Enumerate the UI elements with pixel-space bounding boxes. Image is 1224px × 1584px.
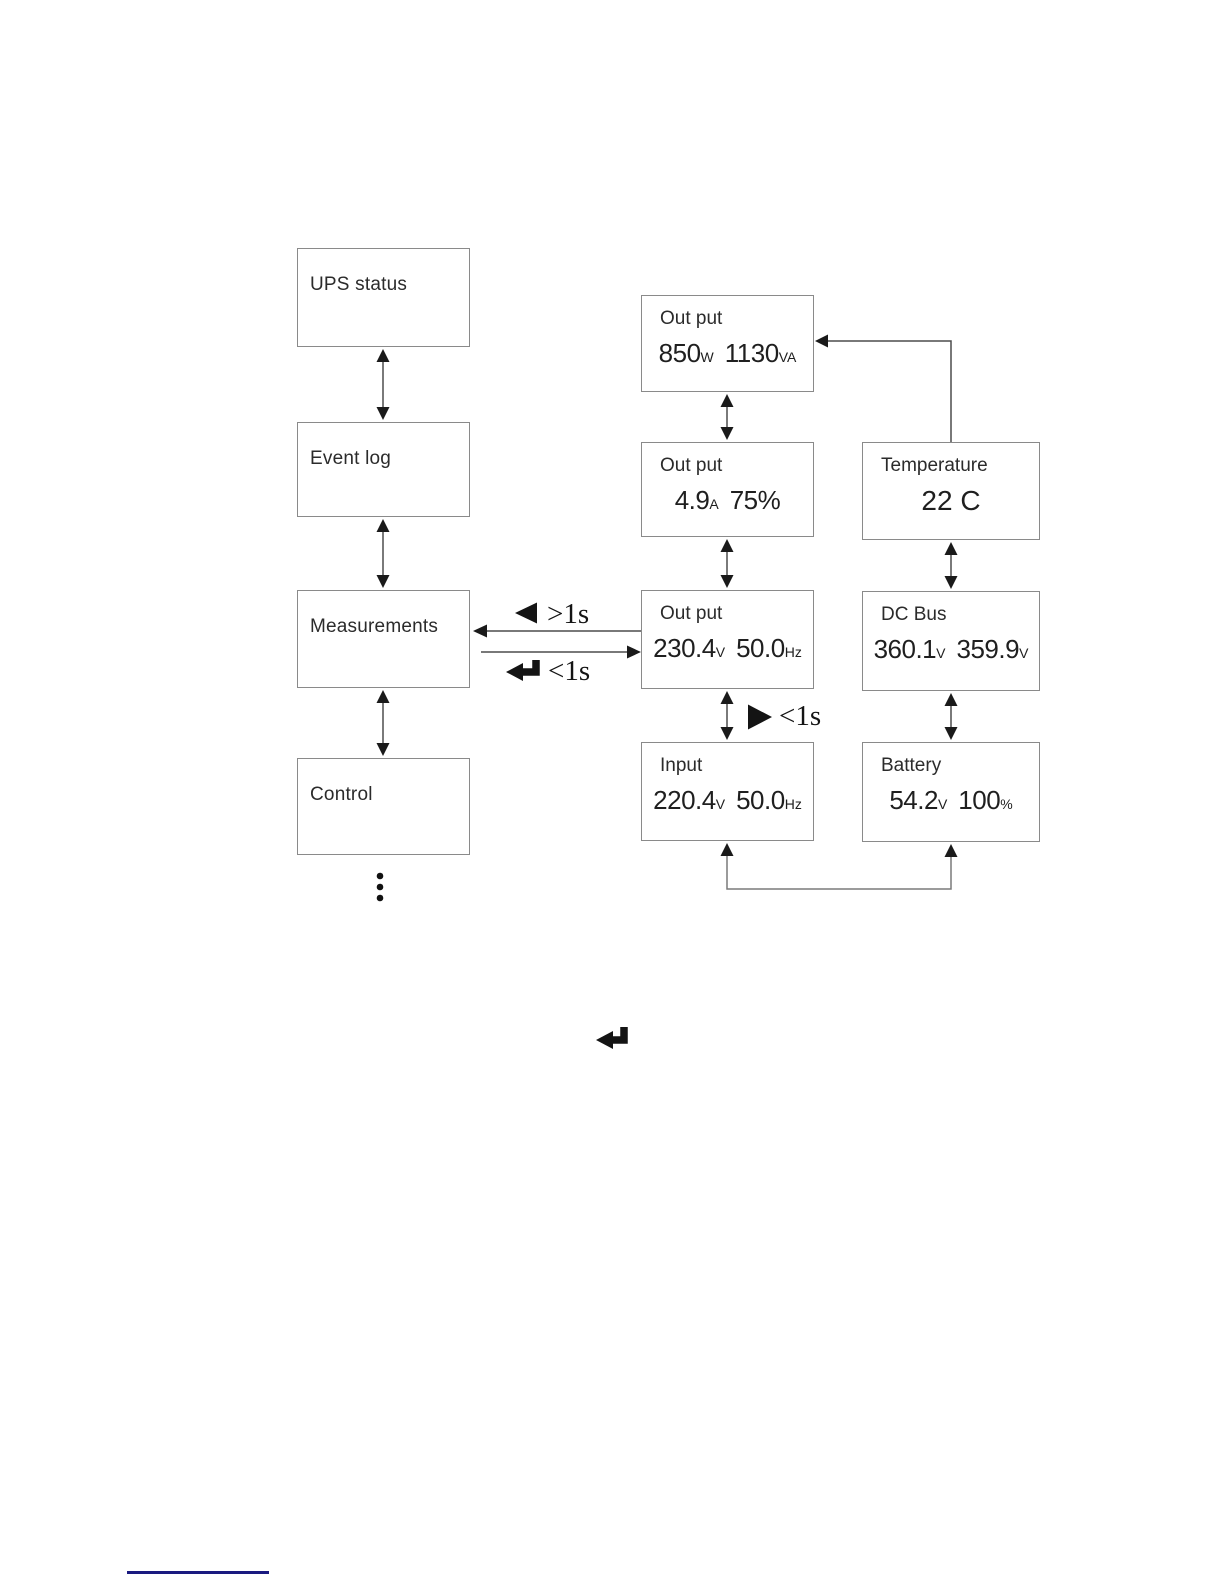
menu-label-ups-status: UPS status <box>310 274 408 295</box>
up-down-arrow-temp-dcbus <box>944 542 958 589</box>
screen-title: Battery <box>881 755 942 776</box>
up-down-arrow-measure-control <box>376 690 390 756</box>
back-hold-label: >1s <box>547 598 590 630</box>
arrowhead-left <box>473 624 487 638</box>
arrowhead-up <box>376 690 390 703</box>
value-1: 360.1 <box>873 634 937 664</box>
back-arrow-line <box>473 624 641 638</box>
arrowhead-down <box>376 743 390 756</box>
screen-title: Temperature <box>881 455 988 476</box>
arrowhead-left <box>815 334 828 348</box>
arrowhead-up <box>944 693 958 706</box>
arrowhead-right <box>627 645 641 659</box>
value-2: 50.0 <box>736 785 785 815</box>
value-2: 100 <box>958 785 1001 815</box>
next-hold-label: <1s <box>779 700 822 732</box>
value-2: 359.9 <box>956 634 1020 664</box>
arrowhead-down <box>944 576 958 589</box>
menu-box-event-log: Event log <box>297 422 470 517</box>
arrowhead-down <box>376 575 390 588</box>
unit-1: V <box>936 645 946 661</box>
screen-value: 4.9A 75% <box>642 485 813 516</box>
menu-box-ups-status: UPS status <box>297 248 470 347</box>
arrowhead-down <box>720 427 734 440</box>
value-2: 50.0 <box>736 633 785 663</box>
screen-box-output-current: Out put 4.9A 75% <box>641 442 814 537</box>
up-down-arrow-event-measure <box>376 519 390 588</box>
unit-2: V <box>1019 645 1029 661</box>
menu-box-measurements: Measurements <box>297 590 470 688</box>
menu-label-measurements: Measurements <box>310 616 439 637</box>
screen-title: DC Bus <box>881 604 947 625</box>
screen-box-input: Input 220.4V 50.0Hz <box>641 742 814 841</box>
loop-bottom-connector <box>720 843 958 890</box>
arrowhead-down <box>720 575 734 588</box>
menu-label-event-log: Event log <box>310 448 392 469</box>
unit-2: Hz <box>784 796 802 812</box>
value-1: 220.4 <box>653 785 716 815</box>
menu-box-control: Control <box>297 758 470 855</box>
return-key-icon <box>596 1027 628 1049</box>
arrowhead-down <box>376 407 390 420</box>
screen-box-output-voltage: Out put 230.4V 50.0Hz <box>641 590 814 689</box>
arrowhead-up <box>944 542 958 555</box>
arrowhead-up <box>720 843 734 856</box>
vertical-ellipsis-icon <box>376 872 384 902</box>
screen-value: 850W 1130VA <box>642 338 813 369</box>
up-down-arrow-voltage-input <box>720 691 734 740</box>
arrowhead-up <box>944 844 958 857</box>
unit-1: V <box>715 796 726 812</box>
footer-rule <box>127 1571 269 1574</box>
value-1: 4.9 <box>674 485 710 515</box>
arrowhead-up <box>720 691 734 704</box>
arrowhead-up <box>720 394 734 407</box>
screen-title: Out put <box>660 603 723 624</box>
return-arrow-icon <box>506 660 540 681</box>
screen-box-battery: Battery 54.2V 100% <box>862 742 1040 842</box>
up-down-arrow-current-voltage <box>720 539 734 588</box>
arrowhead-up <box>376 519 390 532</box>
arrowhead-up <box>720 539 734 552</box>
right-triangle-icon <box>748 704 772 730</box>
screen-value: 22 C <box>863 485 1039 517</box>
up-down-arrow-dcbus-battery <box>944 693 958 740</box>
unit-1: V <box>937 796 948 812</box>
unit-2: Hz <box>784 644 802 660</box>
value-2: 1130 <box>724 338 779 368</box>
value-1: 54.2 <box>889 785 938 815</box>
loop-top-connector <box>815 334 952 442</box>
up-down-arrow-ups-event <box>376 349 390 420</box>
left-triangle-icon <box>515 602 537 624</box>
value-1: 850 <box>658 338 701 368</box>
unit-1: W <box>700 349 714 365</box>
menu-label-control: Control <box>310 784 373 805</box>
screen-title: Input <box>660 755 703 776</box>
enter-hold-label: <1s <box>548 655 591 687</box>
up-down-arrow-power-current <box>720 394 734 440</box>
screen-box-temperature: Temperature 22 C <box>862 442 1040 540</box>
unit-1: A <box>709 496 719 512</box>
screen-value: 220.4V 50.0Hz <box>642 785 813 816</box>
unit-1: V <box>715 644 726 660</box>
screen-title: Out put <box>660 308 723 329</box>
screen-value: 230.4V 50.0Hz <box>642 633 813 664</box>
screen-title: Out put <box>660 455 723 476</box>
unit-2: % <box>1000 796 1013 812</box>
unit-2: VA <box>778 349 797 365</box>
value-2: 75% <box>729 485 781 515</box>
arrowhead-down <box>720 727 734 740</box>
enter-arrow-line <box>481 645 641 659</box>
value-1: 22 C <box>921 485 981 516</box>
value-1: 230.4 <box>653 633 716 663</box>
arrowhead-down <box>944 727 958 740</box>
arrowhead-up <box>376 349 390 362</box>
screen-value: 54.2V 100% <box>863 785 1039 816</box>
screen-box-output-power: Out put 850W 1130VA <box>641 295 814 392</box>
